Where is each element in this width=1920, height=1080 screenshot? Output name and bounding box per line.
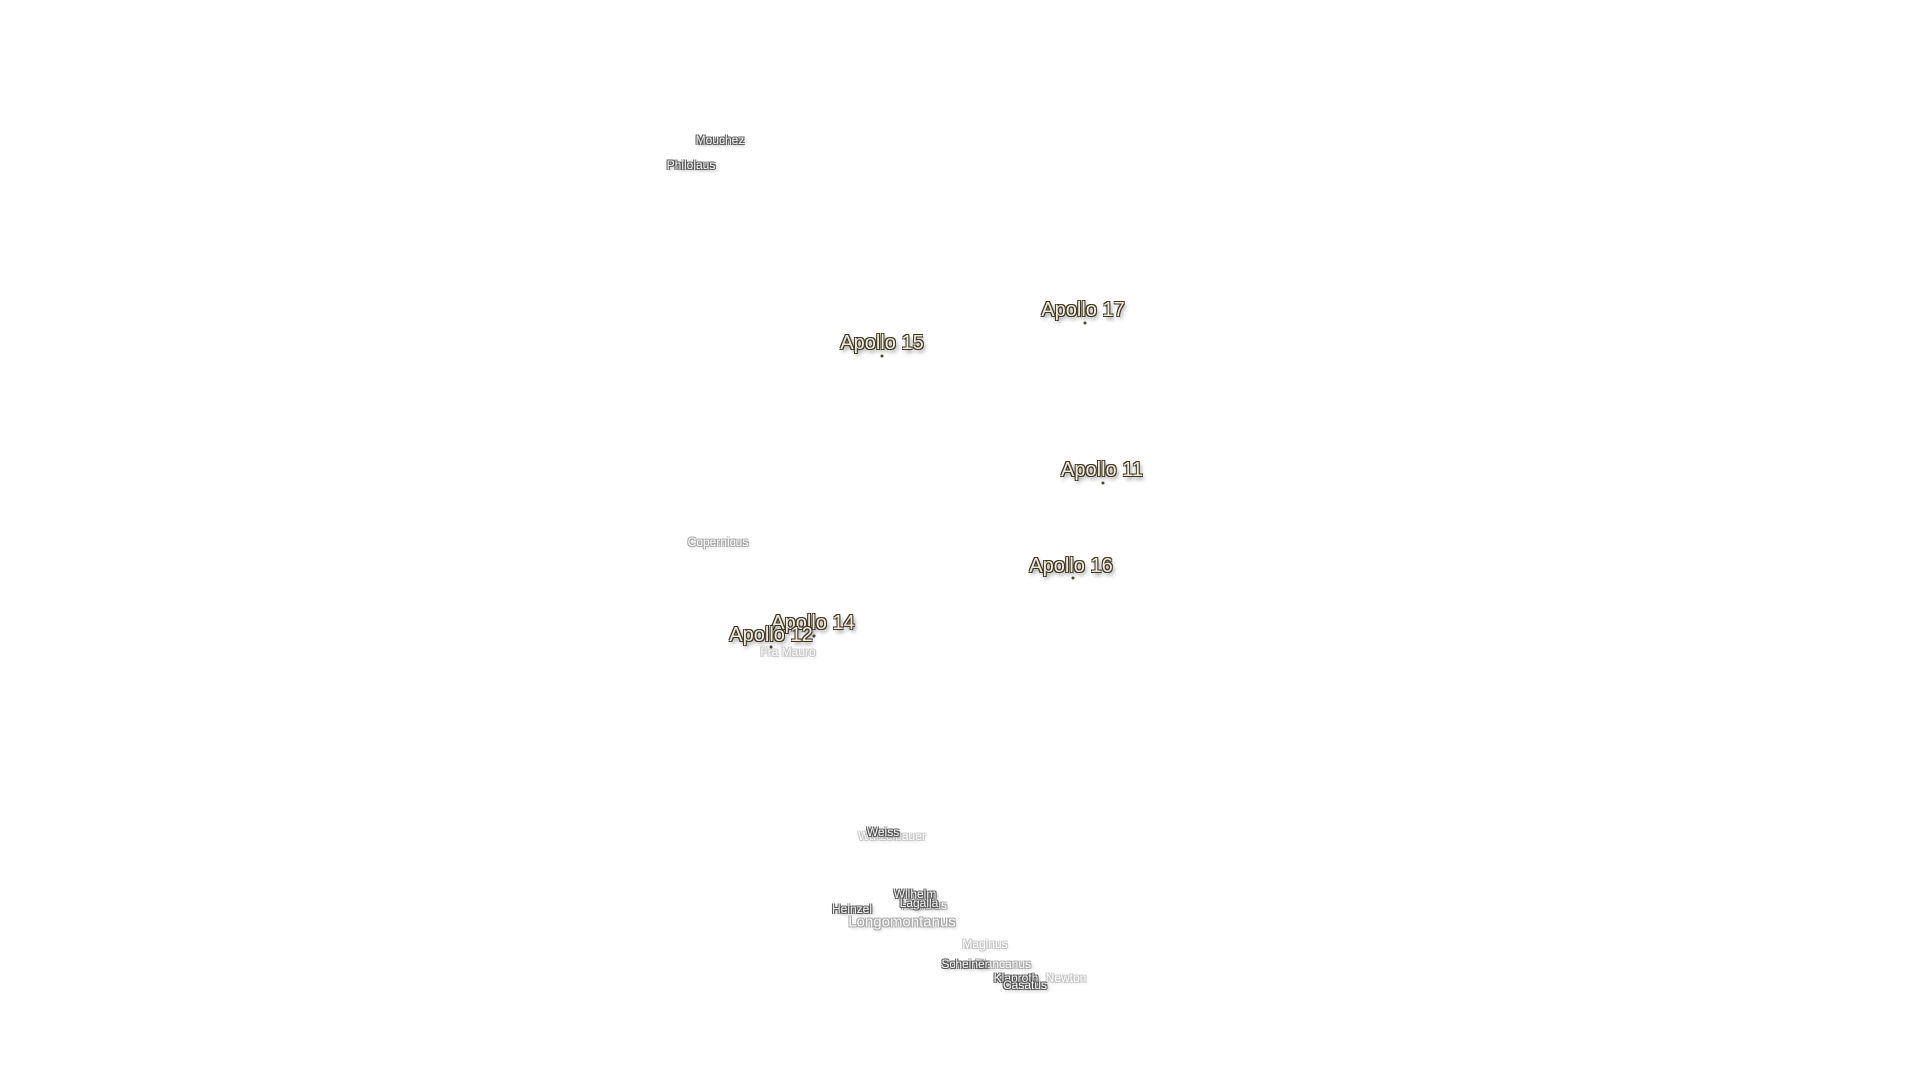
weiss-label[interactable]: Weiss [866,825,900,839]
wurzelbauer-label[interactable]: Wurzelbauer [858,829,926,843]
heinzel-label[interactable]: Heinzel [831,902,873,916]
heinsius-label[interactable]: Heinsius [900,898,948,912]
casatus-label[interactable]: Casatus [1002,978,1048,992]
apollo-11-marker[interactable] [1101,481,1105,485]
philolaus-label[interactable]: Philolaus [666,158,716,172]
apollo-11-label[interactable]: Apollo 11 [1061,459,1143,481]
wilhelm-label[interactable]: Wilhelm [893,887,937,901]
apollo-15-label[interactable]: Apollo 15 [840,332,924,354]
apollo-12-marker[interactable] [769,645,773,649]
apollo-12-label[interactable]: Apollo 12 [729,624,813,646]
apollo-16-marker[interactable] [1071,576,1075,580]
apollo-17-label[interactable]: Apollo 17 [1041,299,1125,321]
klaproth-label[interactable]: Klaproth [993,971,1039,985]
copernicus-label[interactable]: Copernicus [687,535,749,549]
apollo-15-marker[interactable] [880,354,884,358]
apollo-14-marker[interactable] [812,634,816,638]
apollo-14-label[interactable]: Apollo 14 [771,612,855,634]
fra-mauro-label[interactable]: Fra Mauro [760,645,816,659]
blancanus-label[interactable]: Blancanus [974,957,1032,971]
newton-label[interactable]: Newton [1045,971,1087,985]
apollo-17-marker[interactable] [1083,321,1087,325]
scheiner-label[interactable]: Scheiner [941,957,989,971]
lagalla-label[interactable]: Lagalla [899,896,939,910]
mouchez-label[interactable]: Mouchez [695,133,745,147]
longomontanus-label[interactable]: Longomontanus [848,913,956,931]
apollo-16-label[interactable]: Apollo 16 [1029,555,1113,577]
maginus-label[interactable]: Maginus [962,937,1008,951]
